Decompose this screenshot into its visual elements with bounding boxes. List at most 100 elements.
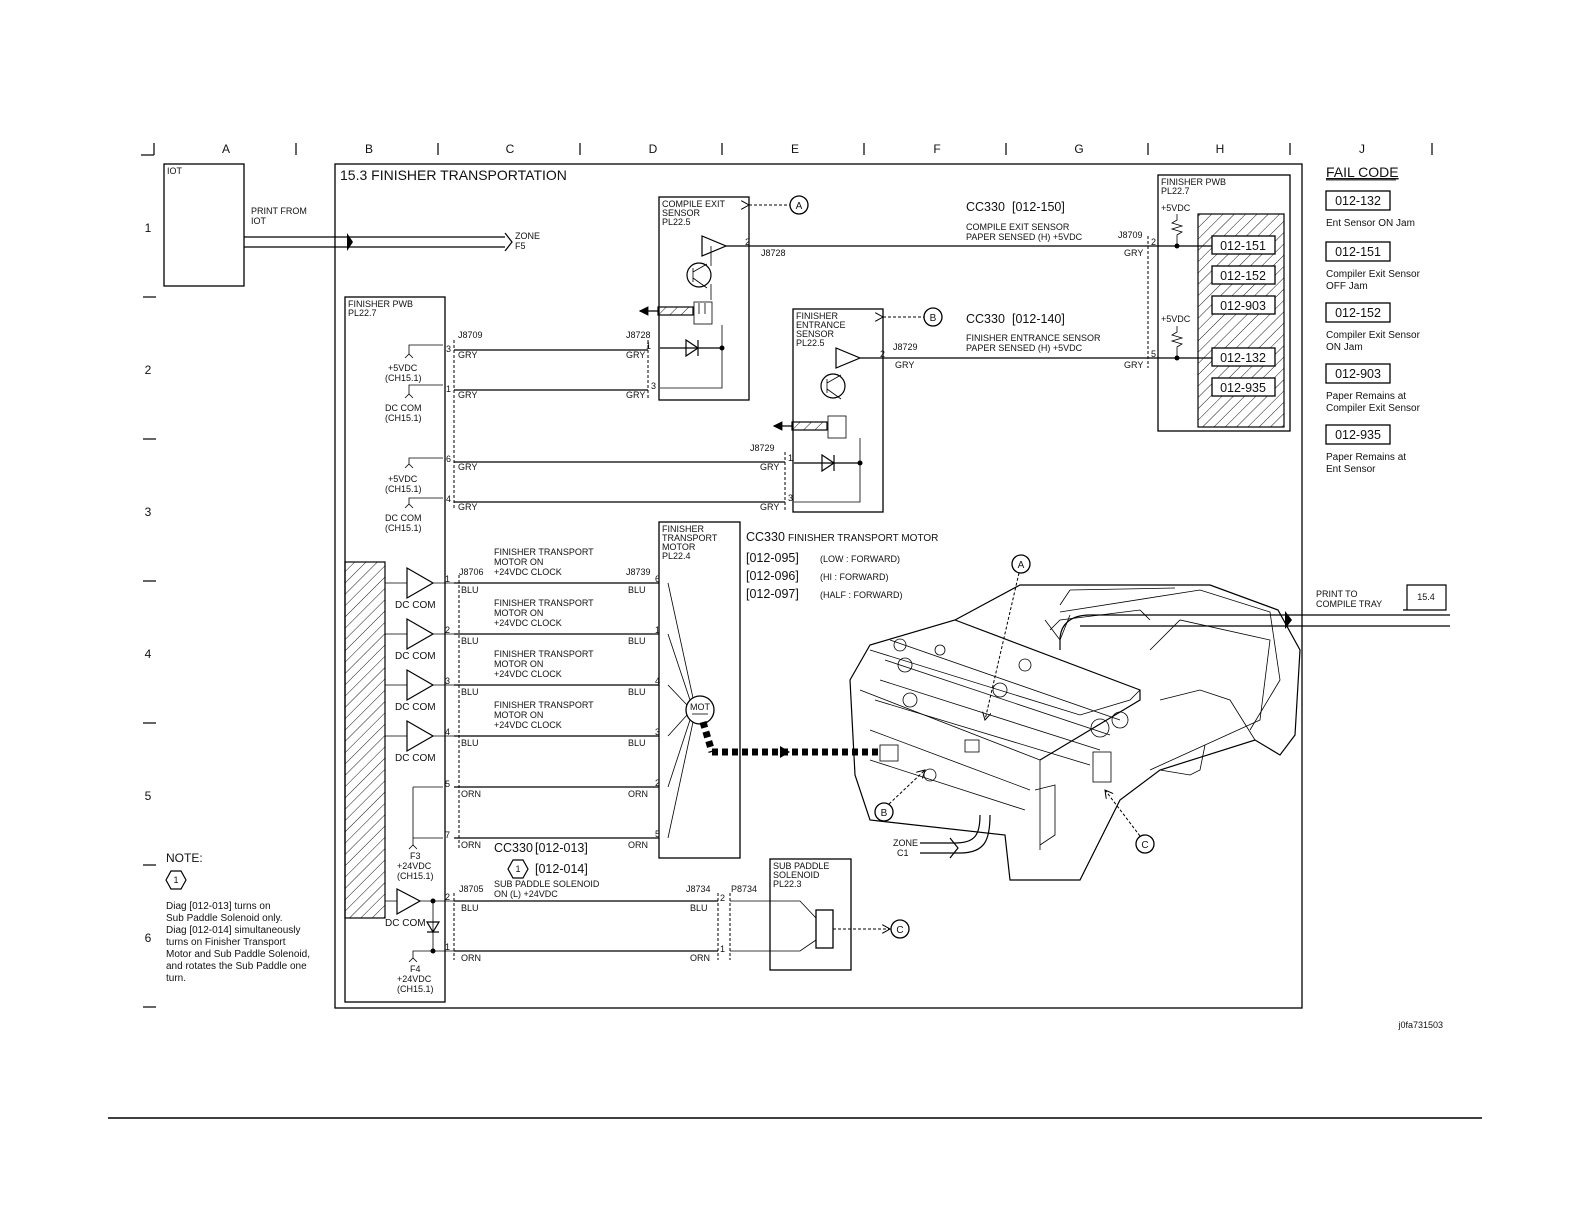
power-label: F4	[410, 964, 421, 974]
power-label: (CH15.1)	[385, 413, 422, 423]
svg-text:3: 3	[655, 727, 660, 737]
wire-color: ORN	[461, 789, 481, 799]
column-label: C	[506, 142, 515, 156]
cc-label: CC330	[966, 312, 1005, 326]
compile-exit-wiring: J8709 J8728 3 1 GRY GRY 1 3 GRY GRY	[446, 330, 656, 510]
power-label: F3	[410, 851, 421, 861]
motor-drivers: DC COM DC COM DC COM DC COM 1 2 3 4 5 7	[385, 566, 454, 840]
power-label: (CH15.1)	[385, 484, 422, 494]
svg-text:2: 2	[720, 893, 725, 903]
svg-text:2: 2	[745, 237, 750, 247]
power-label: DC COM	[395, 651, 436, 662]
print-to-compile-tray: PRINT TO COMPILE TRAY 15.4	[1059, 584, 1450, 650]
zone-label: ZONE	[515, 231, 540, 241]
wire-color: GRY	[458, 390, 477, 400]
diag-code: [012-096]	[746, 569, 799, 583]
svg-text:6: 6	[655, 574, 660, 584]
fail-desc: Compiler Exit Sensor	[1326, 269, 1421, 280]
signal-desc: FINISHER TRANSPORT	[494, 547, 594, 557]
wire-color: GRY	[626, 390, 645, 400]
callout-a: A	[796, 201, 803, 212]
print-to-label: COMPILE TRAY	[1316, 599, 1382, 609]
row-label: 6	[145, 931, 152, 945]
pwb-code: 012-935	[1220, 381, 1266, 395]
connector-label: J8728	[626, 330, 651, 340]
svg-text:1: 1	[446, 384, 451, 394]
power-label: DC COM	[395, 600, 436, 611]
connector-label: J8706	[459, 567, 484, 577]
wire-color: BLU	[628, 585, 646, 595]
sensor-label: PL22.5	[662, 217, 691, 227]
sensor-label: ENTRANCE	[796, 320, 846, 330]
connector-label: P8734	[731, 884, 757, 894]
entrance-wiring: 6 GRY GRY J8729 1 4 GRY GRY 3	[446, 443, 793, 512]
signal-desc: PAPER SENSED (H) +5VDC	[966, 343, 1083, 353]
wire-color: ORN	[628, 840, 648, 850]
connector-label: J8734	[686, 884, 711, 894]
column-label: G	[1074, 142, 1083, 156]
solenoid-label: PL22.3	[773, 879, 802, 889]
sensor-label: COMPILE EXIT	[662, 199, 726, 209]
connector-label: J8709	[458, 330, 483, 340]
row-label: 3	[145, 505, 152, 519]
pwb-code: 012-152	[1220, 269, 1266, 283]
motor-wiring: J8706 J8739 BLU BLU BLU BLU BLU BLU BLU …	[397, 547, 661, 881]
callout-c: C	[896, 925, 903, 936]
note-block: NOTE: 1 Diag [012-013] turns on Sub Padd…	[165, 851, 310, 984]
note-ref: 1	[515, 864, 520, 874]
column-label: F	[933, 142, 940, 156]
fail-code: 012-151	[1335, 245, 1381, 259]
column-ruler: A B C D E F G H J	[141, 142, 1433, 156]
callout-c: C	[1141, 840, 1148, 851]
power-label: +5VDC	[1161, 314, 1191, 324]
power-label: +5VDC	[388, 474, 418, 484]
signal-desc: PAPER SENSED (H) +5VDC	[966, 232, 1083, 242]
fail-code-heading: FAIL CODE	[1326, 164, 1399, 180]
signal-desc: +24VDC CLOCK	[494, 669, 562, 679]
column-label: B	[365, 142, 373, 156]
fail-desc: Ent Sensor ON Jam	[1326, 218, 1415, 229]
row-label: 4	[145, 647, 152, 661]
power-label: DC COM	[385, 513, 422, 523]
svg-text:3: 3	[788, 493, 793, 503]
compile-exit-sensor: COMPILE EXIT SENSOR PL22.5 A 2	[638, 195, 809, 401]
pwb-label: FINISHER PWB	[1161, 177, 1226, 187]
finisher-entrance-sensor: FINISHER ENTRANCE SENSOR PL22.5 B 2	[772, 307, 943, 513]
svg-text:3: 3	[445, 676, 450, 686]
diag-code: [012-140]	[1012, 312, 1065, 326]
sensor-signal-lines: J8728 . . . . J8709 GRY 2 CC330 [012-150…	[760, 200, 1177, 370]
fail-desc: ON Jam	[1326, 342, 1363, 353]
power-label: +24VDC	[397, 861, 432, 871]
wire-color: GRY	[458, 462, 477, 472]
motor-label: FINISHER	[662, 524, 705, 534]
power-label: DC COM	[395, 753, 436, 764]
wire-color: ORN	[628, 789, 648, 799]
wire-color: GRY	[760, 502, 779, 512]
diagram-title: 15.3 FINISHER TRANSPORTATION	[340, 167, 567, 183]
row-label: 1	[145, 221, 152, 235]
motor-heading: FINISHER TRANSPORT MOTOR	[788, 533, 938, 544]
power-labels: +5VDC (CH15.1) DC COM (CH15.1) +5VDC (CH…	[385, 344, 443, 533]
fail-desc: Ent Sensor	[1326, 464, 1376, 475]
note-line: Diag [012-014] simultaneously	[166, 925, 301, 936]
solenoid-label: SUB PADDLE	[773, 861, 829, 871]
svg-text:1: 1	[655, 625, 660, 635]
signal-desc: FINISHER TRANSPORT	[494, 700, 594, 710]
wire-color: BLU	[461, 903, 479, 913]
signal-desc: FINISHER TRANSPORT	[494, 649, 594, 659]
power-label: +24VDC	[397, 974, 432, 984]
wire-color: BLU	[461, 636, 479, 646]
row-ruler: 1 2 3 4 5 6	[143, 221, 156, 1008]
wire-color: BLU	[461, 738, 479, 748]
wire-color: ORN	[461, 953, 481, 963]
column-label: D	[649, 142, 658, 156]
iot-label: IOT	[167, 166, 183, 176]
power-label: (CH15.1)	[397, 871, 434, 881]
wire-color: BLU	[690, 903, 708, 913]
solenoid-label: SOLENOID	[773, 870, 820, 880]
motor-symbol: MOT	[690, 702, 710, 712]
wire-color: GRY	[1124, 248, 1143, 258]
svg-text:5: 5	[445, 779, 450, 789]
row-label: 2	[145, 363, 152, 377]
